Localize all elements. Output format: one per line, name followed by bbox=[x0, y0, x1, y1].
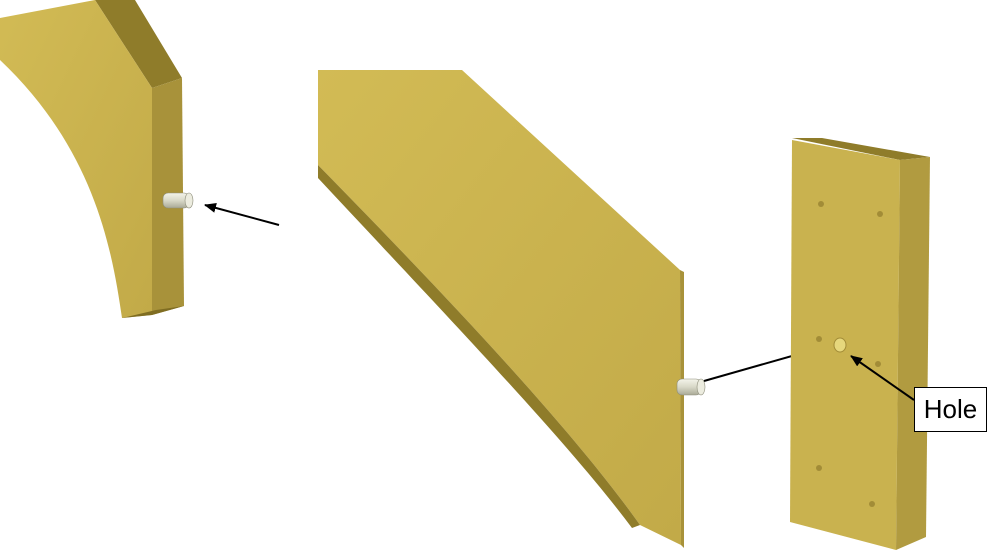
hole-icon bbox=[875, 361, 881, 367]
large-leg-face bbox=[318, 70, 681, 545]
hole-icon bbox=[816, 465, 822, 471]
board-side bbox=[896, 157, 930, 550]
dowel-hole-icon bbox=[834, 338, 846, 352]
large-leg bbox=[318, 70, 684, 548]
arrow-icon bbox=[205, 205, 279, 225]
hole-callout-label: Hole bbox=[914, 387, 987, 432]
hole-label-text: Hole bbox=[924, 394, 977, 425]
small-leg bbox=[0, 0, 184, 318]
dowel-icon bbox=[163, 193, 193, 208]
mounting-board bbox=[790, 138, 930, 550]
hole-icon bbox=[877, 211, 883, 217]
hole-icon bbox=[869, 501, 875, 507]
dowel-icon bbox=[677, 379, 705, 395]
arrow-icon bbox=[704, 352, 806, 381]
hole-icon bbox=[818, 201, 824, 207]
hole-icon bbox=[816, 336, 822, 342]
